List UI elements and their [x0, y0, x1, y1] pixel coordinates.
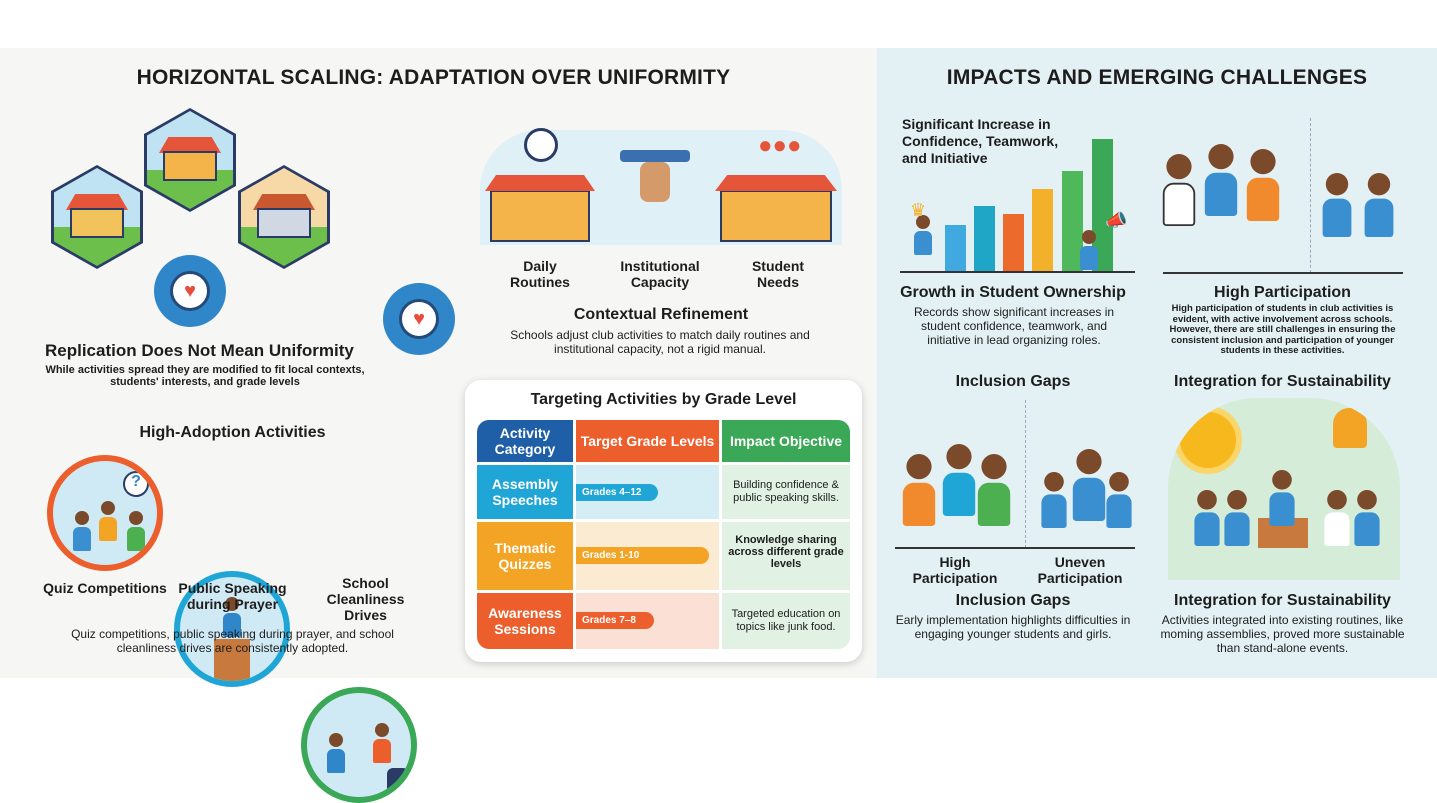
cleanliness-illustration: [301, 687, 417, 803]
contextual-heading: Contextual Refinement: [573, 306, 749, 323]
contextual-text: Schools adjust club activities to match …: [510, 328, 810, 356]
inclusion-text: Early implementation highlights difficul…: [895, 613, 1131, 641]
replication-text: While activities spread they are modifie…: [45, 364, 365, 388]
adoption-item-speaking: Public Speaking during Prayer: [178, 580, 287, 612]
clock-icon: [524, 128, 558, 162]
participation-heading: High Participation: [1214, 284, 1351, 301]
adoption-heading: High-Adoption Activities: [139, 424, 326, 441]
growth-bar-illustration: ♛ 📣: [900, 130, 1135, 273]
ownership-heading: Growth in Student Ownership: [900, 284, 1126, 301]
quiz-illustration: ?: [47, 455, 163, 571]
podium-icon: [214, 639, 250, 681]
inclusion-heading: Inclusion Gaps: [955, 592, 1071, 609]
grade-pill: Grades 4–12: [576, 484, 658, 501]
grade-level-table-card: Targeting Activities by Grade Level Acti…: [465, 380, 862, 662]
megaphone-icon: 📣: [1105, 210, 1128, 230]
chart-title: Significant Increase in Confidence, Team…: [902, 116, 1059, 166]
crown-icon: ♛: [910, 200, 927, 220]
ground-line: [895, 547, 1135, 549]
bell-icon: [1333, 408, 1367, 448]
integration-text: Activities integrated into existing rout…: [1160, 613, 1405, 655]
table-header-grades: Target Grade Levels: [576, 420, 719, 462]
bar: [1062, 171, 1083, 271]
school-roof-icon: [715, 175, 837, 191]
divider: [1310, 118, 1311, 273]
question-bubble-icon: ?: [123, 471, 149, 497]
bar: [945, 225, 966, 271]
factors-illustration: ●●●: [480, 128, 842, 245]
bar: [974, 206, 995, 271]
table-row-objective: Knowledge sharing across different grade…: [722, 522, 850, 590]
grade-pill: Grades 7–8: [576, 612, 654, 629]
bar: [1092, 139, 1113, 271]
people-group-icon: ●●●: [758, 132, 802, 159]
inclusion-top-heading: Inclusion Gaps: [955, 373, 1071, 390]
replication-heading: Replication Does Not Mean Uniformity: [45, 341, 354, 360]
bar: [1032, 189, 1053, 271]
adoption-item-quiz: Quiz Competitions: [43, 580, 167, 596]
factor-daily-routines: Daily Routines: [510, 258, 570, 290]
left-title: HORIZONTAL SCALING: ADAPTATION OVER UNIF…: [136, 66, 731, 89]
table-row-objective: Building confidence & public speaking sk…: [722, 465, 850, 519]
table-row-category: Thematic Quizzes: [477, 522, 573, 590]
table-row-category: Awareness Sessions: [477, 593, 573, 649]
ownership-text: Records show significant increases in st…: [913, 305, 1115, 347]
integration-illustration: [1168, 398, 1400, 580]
gear-heart-icon: ♥: [154, 255, 226, 327]
school-icon: [490, 190, 590, 242]
table-header-objective: Impact Objective: [722, 420, 850, 462]
ground-line: [1163, 272, 1403, 274]
divider: [1025, 400, 1026, 548]
table-row-objective: Targeted education on topics like junk f…: [722, 593, 850, 649]
fist-icon: [640, 162, 670, 202]
table-header-category: Activity Category: [477, 420, 573, 462]
gear-heart-icon: ♥: [383, 283, 455, 355]
table-row-category: Assembly Speeches: [477, 465, 573, 519]
factor-institutional-capacity: Institutional Capacity: [620, 258, 700, 290]
trash-bag-icon: [387, 768, 409, 794]
label-high-participation: High Participation: [912, 554, 998, 586]
factor-student-needs: Student Needs: [751, 258, 805, 290]
adoption-item-cleanliness: School Cleanliness Drives: [326, 575, 405, 623]
sun-icon: [1180, 412, 1236, 468]
integration-top-heading: Integration for Sustainability: [1174, 373, 1391, 390]
dumbbell-icon: [620, 150, 690, 162]
right-title: IMPACTS AND EMERGING CHALLENGES: [946, 66, 1368, 89]
bar: [1003, 214, 1024, 271]
grade-pill: Grades 1-10: [576, 547, 709, 564]
table-title: Targeting Activities by Grade Level: [530, 391, 797, 408]
integration-heading: Integration for Sustainability: [1174, 592, 1391, 609]
school-icon: [720, 190, 832, 242]
adoption-text: Quiz competitions, public speaking durin…: [71, 627, 394, 655]
school-roof-icon: [485, 175, 595, 191]
label-uneven-participation: Uneven Participation: [1037, 554, 1123, 586]
participation-text: High participation of students in club a…: [1169, 303, 1396, 356]
